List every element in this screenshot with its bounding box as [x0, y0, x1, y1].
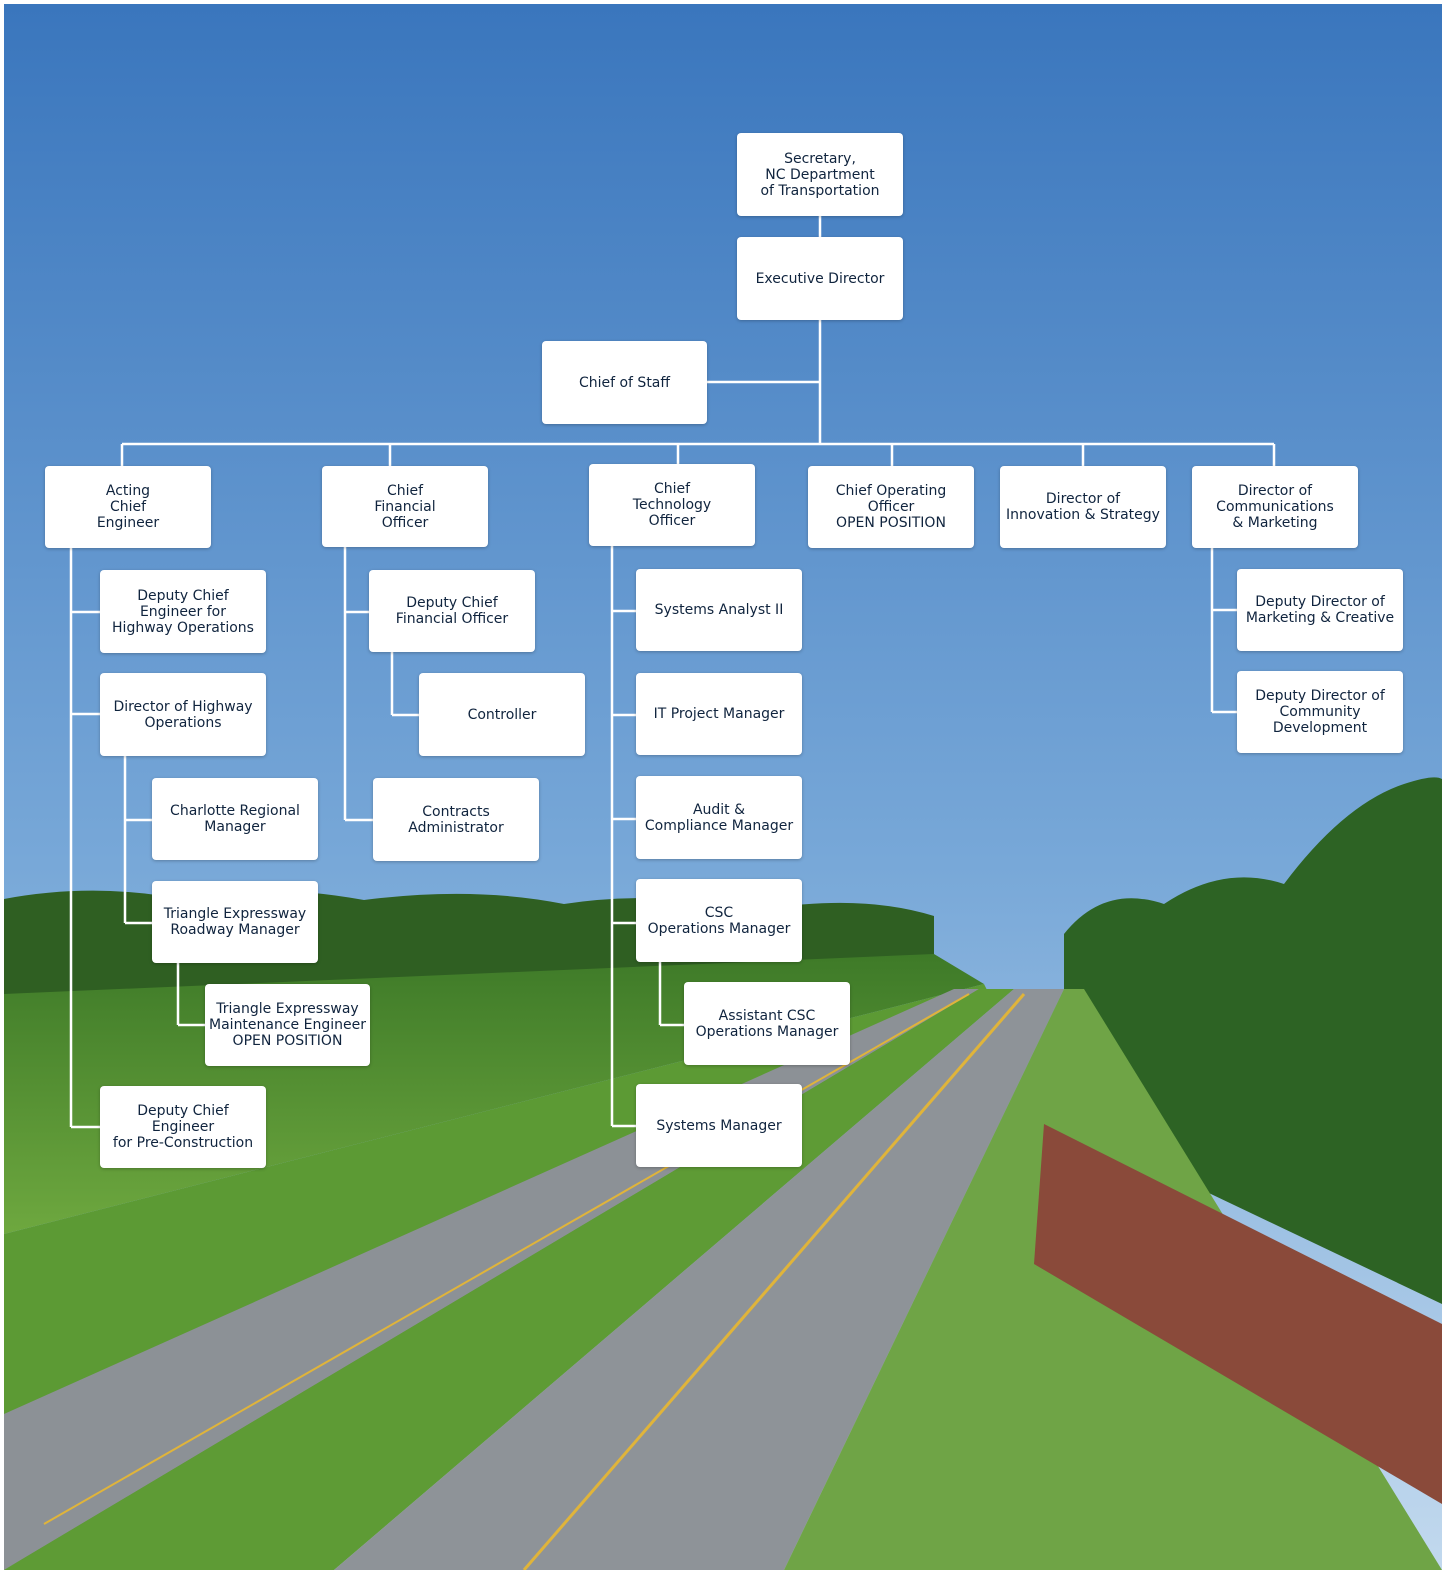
box-contracts-administrator: Contracts Administrator	[373, 778, 539, 861]
box-director-innovation: Director of Innovation & Strategy	[1000, 466, 1166, 548]
box-executive-director: Executive Director	[737, 237, 903, 320]
box-coo: Chief Operating Officer OPEN POSITION	[808, 466, 974, 548]
box-deputy-chief-preconstruction: Deputy Chief Engineer for Pre-Constructi…	[100, 1086, 266, 1168]
org-chart-poster: Secretary, NC Department of Transportati…	[4, 4, 1442, 1570]
box-csc-operations-manager: CSC Operations Manager	[636, 879, 802, 962]
box-deputy-cfo: Deputy Chief Financial Officer	[369, 570, 535, 652]
box-cfo: Chief Financial Officer	[322, 466, 488, 547]
box-controller: Controller	[419, 673, 585, 756]
box-chief-of-staff: Chief of Staff	[542, 341, 707, 424]
highway-background	[4, 4, 1442, 1570]
box-audit-compliance-manager: Audit & Compliance Manager	[636, 776, 802, 859]
connector-lines	[69, 216, 1276, 1129]
box-deputy-chief-highway-ops: Deputy Chief Engineer for Highway Operat…	[100, 570, 266, 653]
box-triangle-maintenance-engineer: Triangle Expressway Maintenance Engineer…	[205, 984, 370, 1066]
box-assistant-csc-manager: Assistant CSC Operations Manager	[684, 982, 850, 1065]
box-director-highway-ops: Director of Highway Operations	[100, 673, 266, 756]
box-deputy-community-development: Deputy Director of Community Development	[1237, 671, 1403, 753]
box-secretary: Secretary, NC Department of Transportati…	[737, 133, 903, 216]
box-cto: Chief Technology Officer	[589, 464, 755, 546]
box-deputy-marketing-creative: Deputy Director of Marketing & Creative	[1237, 569, 1403, 651]
box-acting-chief-engineer: Acting Chief Engineer	[45, 466, 211, 548]
box-triangle-roadway-manager: Triangle Expressway Roadway Manager	[152, 881, 318, 963]
box-systems-analyst: Systems Analyst II	[636, 569, 802, 651]
box-it-project-manager: IT Project Manager	[636, 673, 802, 755]
box-systems-manager: Systems Manager	[636, 1084, 802, 1167]
box-charlotte-regional-manager: Charlotte Regional Manager	[152, 778, 318, 860]
box-director-communications: Director of Communications & Marketing	[1192, 466, 1358, 548]
